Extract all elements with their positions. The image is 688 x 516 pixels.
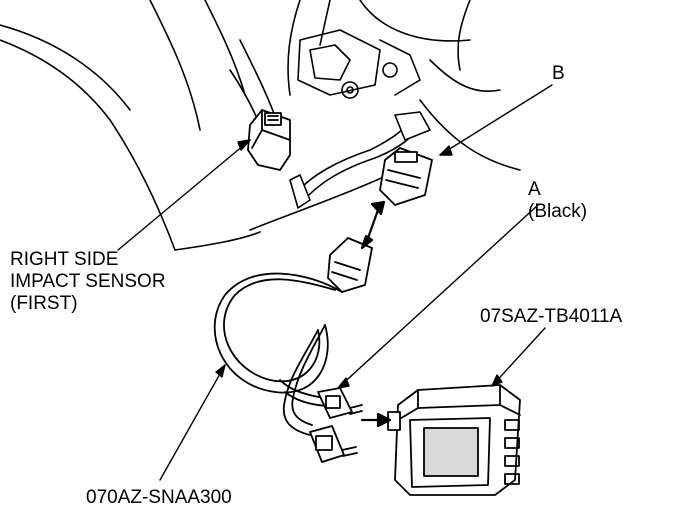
callout-a-label: A	[528, 179, 541, 200]
tool-box	[387, 384, 521, 496]
connection-arrows	[360, 200, 392, 428]
sensor-label-line2: IMPACT SENSOR	[10, 271, 166, 292]
tool-box-part-number: 07SAZ-TB4011A	[480, 306, 623, 327]
connector-b	[379, 147, 433, 206]
vehicle-body-structure	[0, 0, 521, 251]
sensor-label-line1: RIGHT SIDE	[10, 249, 119, 270]
sensor-label-line3: (FIRST)	[10, 293, 78, 314]
connector-a	[317, 387, 363, 419]
vehicle-harness	[289, 111, 431, 209]
connector-lower	[309, 425, 358, 463]
tool-harness-part-number: 070AZ-SNAA300	[86, 487, 232, 508]
callout-a-note: (Black)	[528, 201, 588, 222]
leader-lines	[117, 84, 553, 481]
callout-b-label: B	[552, 63, 565, 84]
impact-sensor	[247, 109, 291, 171]
tool-harness	[213, 237, 373, 436]
